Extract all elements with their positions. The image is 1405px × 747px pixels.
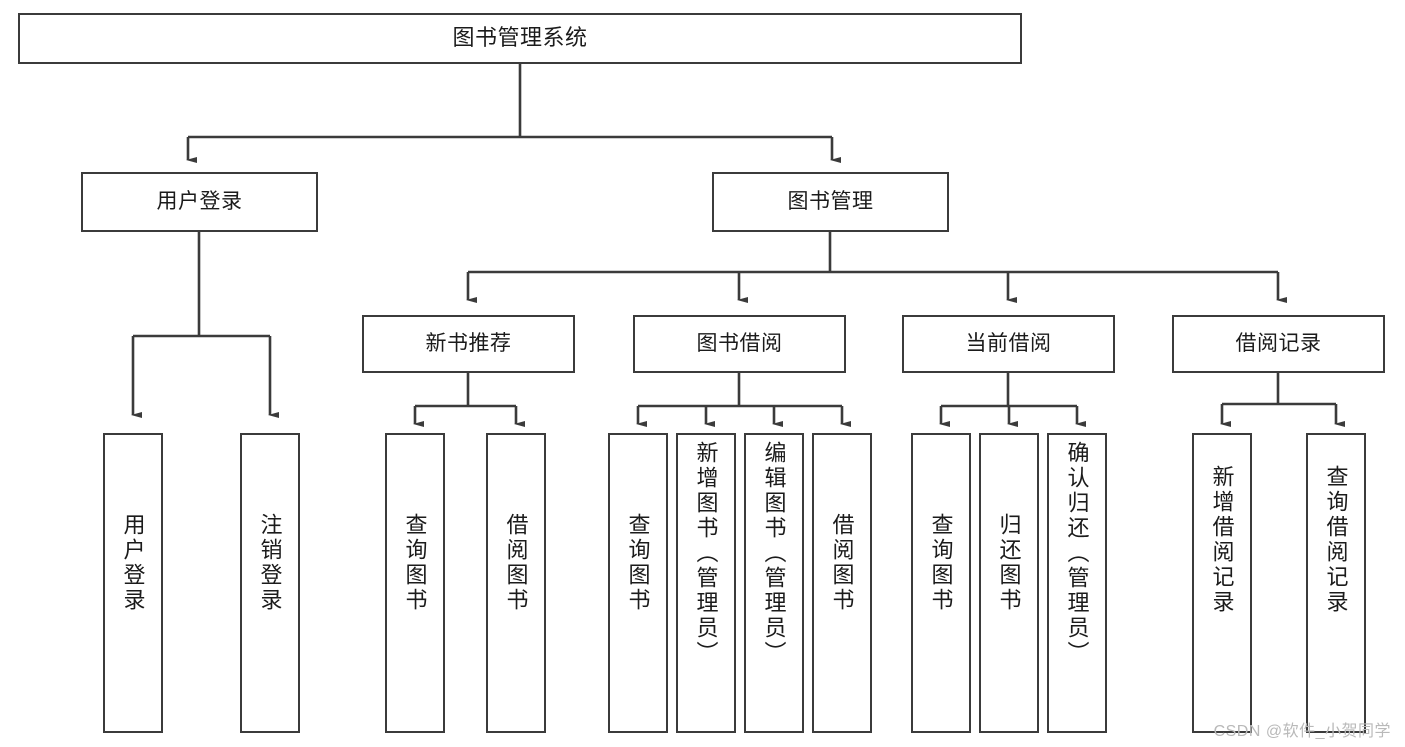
- node-leaf-add-record-label: 新增借阅记录: [1209, 465, 1235, 615]
- node-root[interactable]: 图书管理系统: [18, 13, 1022, 64]
- node-leaf-query-book-1-label: 查询图书: [402, 513, 428, 613]
- node-borrow-record[interactable]: 借阅记录: [1172, 315, 1385, 373]
- node-leaf-user-login-label: 用户登录: [120, 513, 146, 613]
- node-leaf-logout-login[interactable]: 注销登录: [240, 433, 300, 733]
- node-leaf-add-book-label: 新增图书（管理员）: [693, 441, 719, 666]
- node-current-borrow-label: 当前借阅: [965, 332, 1052, 356]
- node-leaf-user-login[interactable]: 用户登录: [103, 433, 163, 733]
- node-leaf-borrow-book-1-label: 借阅图书: [503, 513, 529, 613]
- node-leaf-query-record[interactable]: 查询借阅记录: [1306, 433, 1366, 733]
- node-leaf-add-record[interactable]: 新增借阅记录: [1192, 433, 1252, 733]
- node-leaf-borrow-book-2-label: 借阅图书: [829, 513, 855, 613]
- node-user-login-label: 用户登录: [156, 190, 243, 214]
- node-leaf-edit-book[interactable]: 编辑图书（管理员）: [744, 433, 804, 733]
- node-new-book-recommend-label: 新书推荐: [425, 332, 512, 356]
- node-leaf-logout-login-label: 注销登录: [257, 513, 283, 613]
- node-leaf-query-book-3[interactable]: 查询图书: [911, 433, 971, 733]
- node-leaf-query-book-3-label: 查询图书: [928, 513, 954, 613]
- node-leaf-confirm-return[interactable]: 确认归还（管理员）: [1047, 433, 1107, 733]
- node-leaf-query-book-1[interactable]: 查询图书: [385, 433, 445, 733]
- node-leaf-query-book-2-label: 查询图书: [625, 513, 651, 613]
- node-leaf-edit-book-label: 编辑图书（管理员）: [761, 441, 787, 666]
- node-book-borrow-label: 图书借阅: [696, 332, 783, 356]
- node-root-label: 图书管理系统: [452, 25, 588, 51]
- watermark: CSDN @软件_小贺同学: [1213, 723, 1391, 740]
- node-leaf-borrow-book-1[interactable]: 借阅图书: [486, 433, 546, 733]
- node-user-login[interactable]: 用户登录: [81, 172, 318, 232]
- node-book-borrow[interactable]: 图书借阅: [633, 315, 846, 373]
- node-leaf-query-book-2[interactable]: 查询图书: [608, 433, 668, 733]
- node-leaf-add-book[interactable]: 新增图书（管理员）: [676, 433, 736, 733]
- node-leaf-borrow-book-2[interactable]: 借阅图书: [812, 433, 872, 733]
- node-new-book-recommend[interactable]: 新书推荐: [362, 315, 575, 373]
- node-book-manage-label: 图书管理: [787, 190, 874, 214]
- node-leaf-confirm-return-label: 确认归还（管理员）: [1064, 441, 1090, 666]
- node-borrow-record-label: 借阅记录: [1235, 332, 1322, 356]
- node-current-borrow[interactable]: 当前借阅: [902, 315, 1115, 373]
- node-leaf-return-book[interactable]: 归还图书: [979, 433, 1039, 733]
- node-book-manage[interactable]: 图书管理: [712, 172, 949, 232]
- node-leaf-query-record-label: 查询借阅记录: [1323, 465, 1349, 615]
- node-leaf-return-book-label: 归还图书: [996, 513, 1022, 613]
